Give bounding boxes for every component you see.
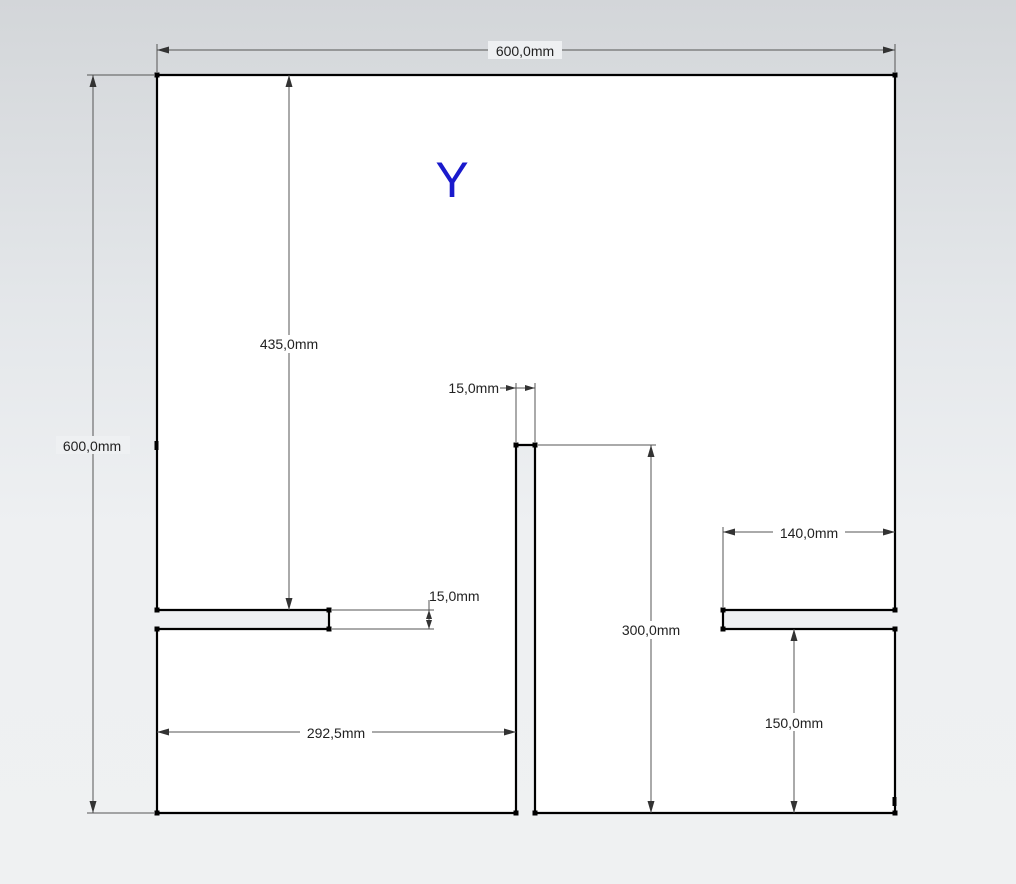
vertex-marker (154, 607, 160, 613)
dimension-label-bg (252, 335, 326, 353)
dimension-right-bottom-height: 150,0mm (757, 629, 831, 813)
dimension-label-bg (488, 41, 562, 59)
vertex-markers (154, 72, 898, 816)
vertex-marker (720, 607, 726, 613)
arrowhead (506, 385, 516, 391)
dimension-label: 300,0mm (622, 622, 680, 638)
arrowhead (883, 528, 895, 536)
arrowhead (647, 445, 655, 457)
dimension-label-bg (757, 713, 831, 731)
vertex-marker (892, 626, 898, 632)
part-outline (155, 73, 897, 815)
dimension-overall-height: 600,0mm (56, 74, 154, 814)
vertex-marker (154, 810, 160, 816)
arrowhead (157, 728, 169, 736)
vertex-marker (892, 797, 897, 806)
part-label: Y (435, 152, 468, 208)
arrowhead (504, 728, 516, 736)
vertex-marker (892, 72, 898, 78)
dimension-left-slot-height: 15,0mm (332, 588, 480, 630)
vertex-marker (513, 442, 519, 448)
arrowhead (790, 801, 798, 813)
vertex-marker (154, 72, 160, 78)
vertex-marker (720, 626, 726, 632)
arrowhead (426, 610, 432, 619)
dimension-label: 150,0mm (765, 715, 823, 731)
dimension-label-bg (773, 523, 845, 541)
vertex-marker (532, 810, 538, 816)
vertex-marker (532, 442, 538, 448)
dimension-label: 15,0mm (448, 380, 499, 396)
dimension-label: 600,0mm (496, 43, 554, 59)
arrowhead (89, 75, 97, 87)
arrowhead (89, 801, 97, 813)
dimension-overall-width: 600,0mm (156, 41, 896, 72)
arrowhead (647, 801, 655, 813)
vertex-marker (154, 441, 159, 450)
vertex-marker (326, 626, 332, 632)
dimension-right-slot-length: 140,0mm (722, 523, 895, 607)
dimension-label: 15,0mm (429, 588, 480, 604)
dimension-label-bg (614, 621, 688, 639)
dimension-label-bg (56, 436, 130, 454)
arrowhead (883, 46, 895, 54)
arrowhead (723, 528, 735, 536)
vertex-marker (326, 607, 332, 613)
dimension-center-slot-width: 15,0mm (448, 380, 536, 442)
dimension-label: 600,0mm (63, 438, 121, 454)
dimension-label-bg (300, 723, 372, 741)
dimension-left-top-height: 435,0mm (252, 75, 326, 610)
vertex-marker (892, 810, 898, 816)
dimension-label: 292,5mm (307, 725, 365, 741)
arrowhead (285, 598, 293, 610)
arrowhead (790, 629, 798, 641)
arrowhead (157, 46, 169, 54)
dimension-center-slot-depth: 300,0mm (538, 444, 688, 813)
arrowhead (285, 75, 293, 87)
arrowhead (525, 385, 535, 391)
vertex-marker (892, 607, 898, 613)
vertex-marker (513, 810, 519, 816)
vertex-marker (154, 626, 160, 632)
dimension-label: 435,0mm (260, 336, 318, 352)
dimension-label: 140,0mm (780, 525, 838, 541)
arrowhead (426, 620, 432, 629)
dimension-left-bottom-width: 292,5mm (157, 723, 516, 741)
